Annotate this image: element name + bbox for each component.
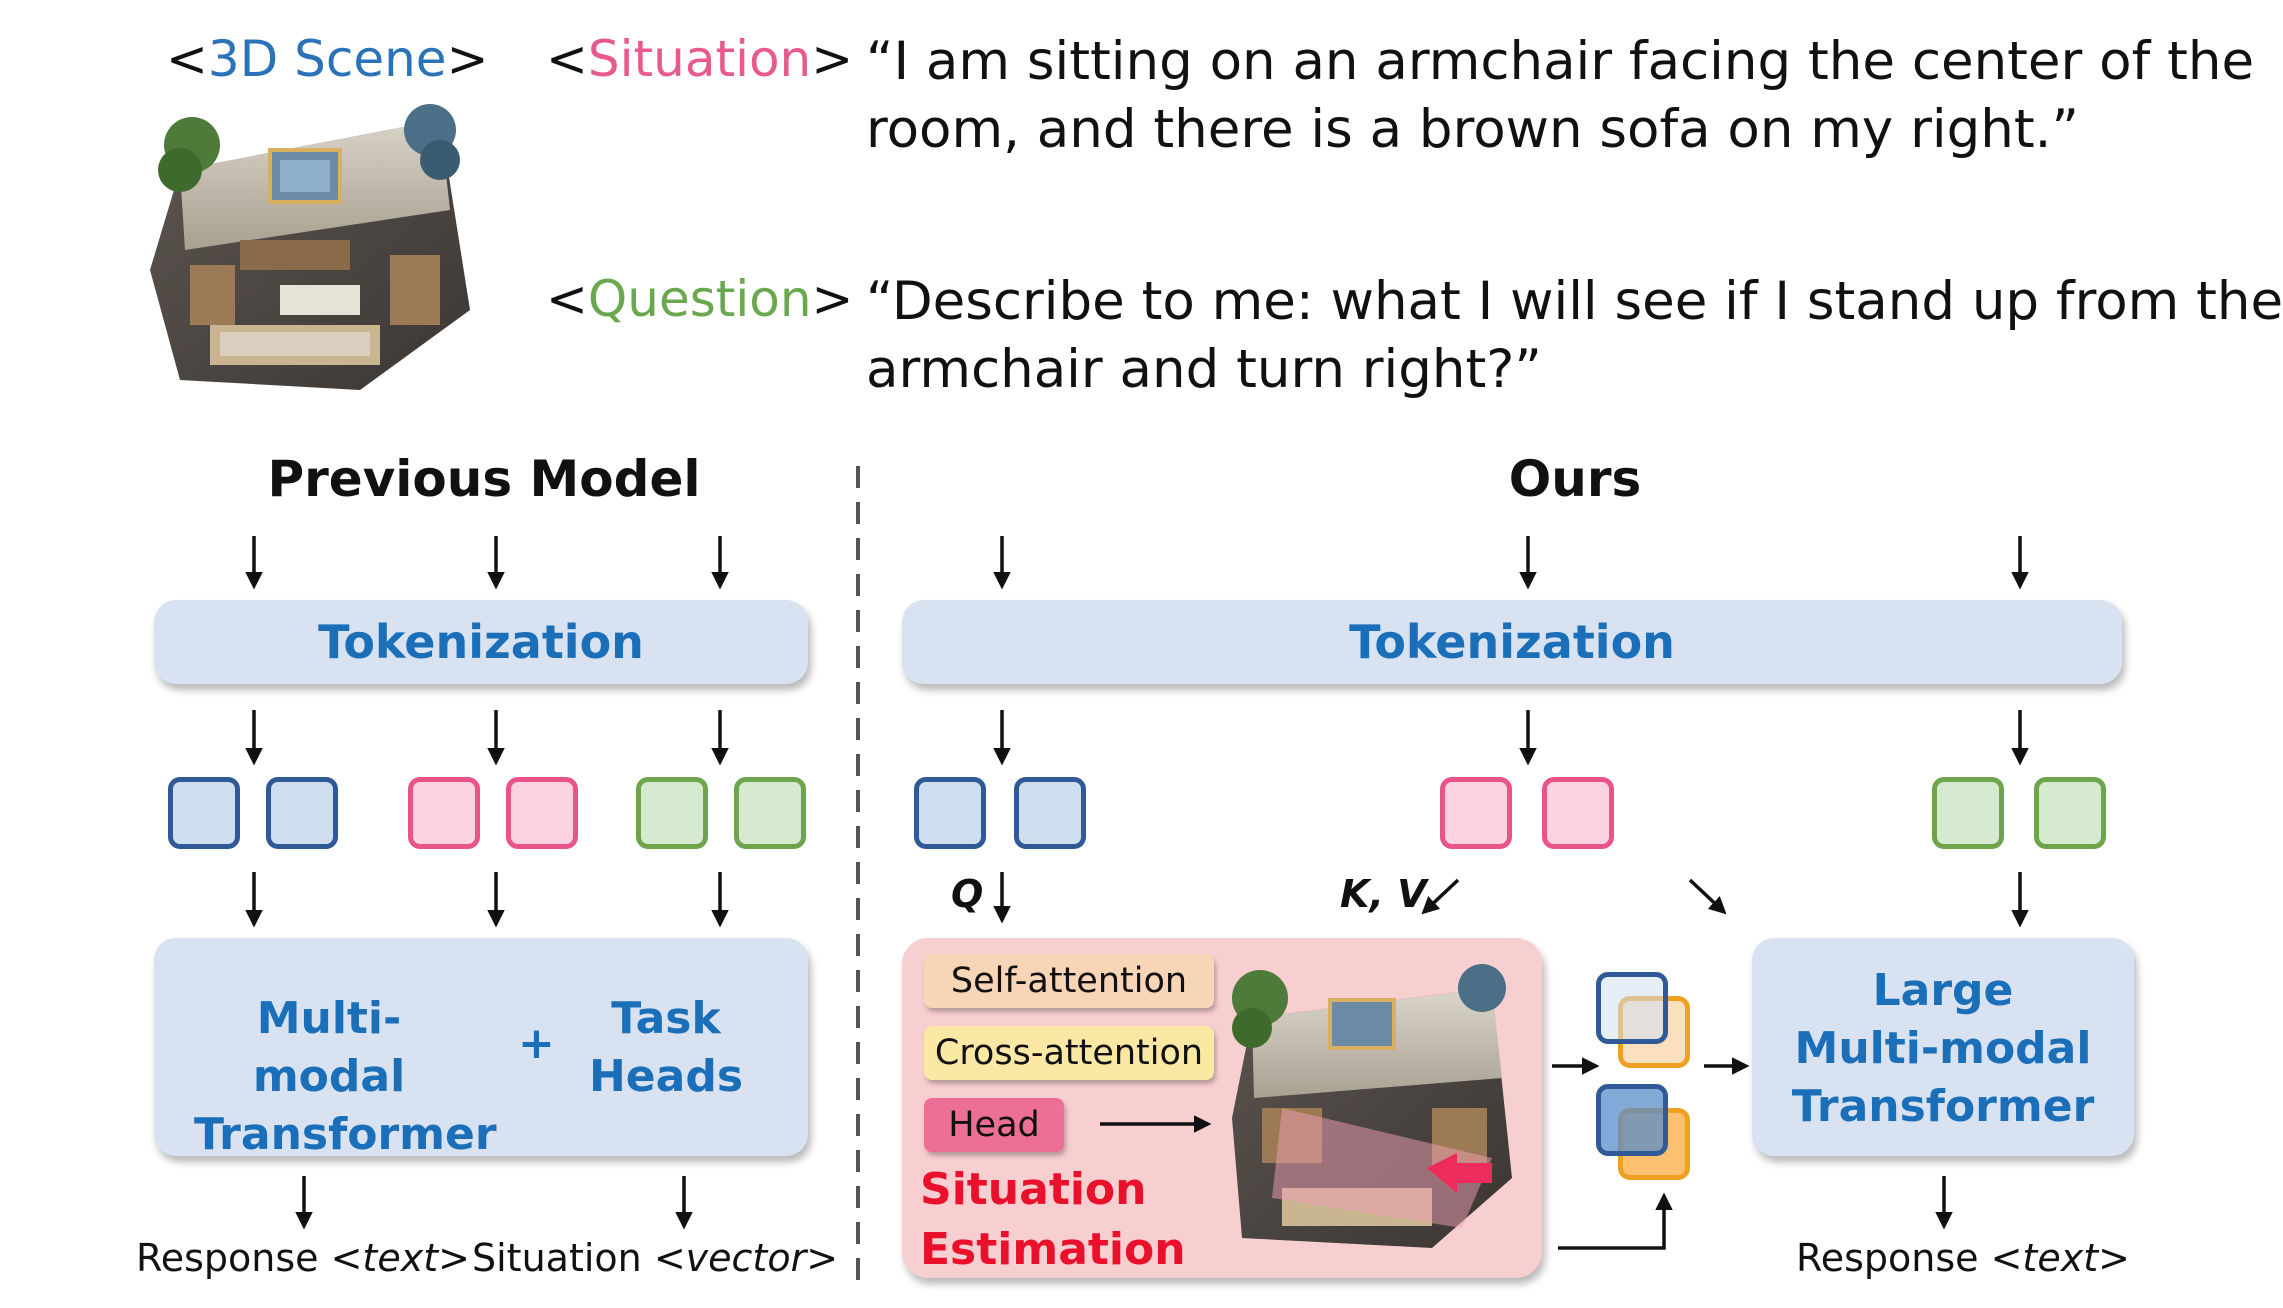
ours-tokenization-box: Tokenization xyxy=(902,600,2122,684)
ours-question-token-1 xyxy=(1932,777,2004,849)
ours-response-type: <text> xyxy=(1990,1236,2130,1280)
situation-token-stack-bottom xyxy=(1590,1084,1700,1194)
previous-model-title: Previous Model xyxy=(267,450,701,508)
situation-estimation-label: Situation Estimation xyxy=(920,1160,1186,1280)
ours-situation-token-1 xyxy=(1440,777,1512,849)
scene-tag-close: > xyxy=(446,30,489,88)
previous-heads-line-2: Heads xyxy=(588,1051,744,1102)
cross-attention-box: Cross-attention xyxy=(924,1026,1214,1080)
previous-situation-token-2 xyxy=(506,777,578,849)
ours-response-output: Response <text> xyxy=(1796,1236,2130,1280)
ours-situation-token-2 xyxy=(1542,777,1614,849)
situation-estimation-line-2: Estimation xyxy=(920,1224,1186,1275)
head-box: Head xyxy=(924,1098,1064,1152)
previous-question-token-1 xyxy=(636,777,708,849)
situation-line-1: “I am sitting on an armchair facing the … xyxy=(866,31,2255,92)
situation-estimation-line-1: Situation xyxy=(920,1164,1147,1215)
large-transformer-line-2: Multi-modal xyxy=(1794,1023,2092,1074)
scene-tag: <3D Scene> xyxy=(166,30,488,88)
previous-transformer-label: Multi-modal Transformer xyxy=(194,990,497,1164)
large-transformer-line-3: Transformer xyxy=(1791,1081,2095,1132)
question-tag-word: Question xyxy=(587,270,812,328)
ours-tokenization-label: Tokenization xyxy=(1349,615,1675,669)
previous-response-prefix: Response xyxy=(136,1236,331,1280)
previous-situation-token-1 xyxy=(408,777,480,849)
previous-situation-type: <vector> xyxy=(653,1236,839,1280)
scene-image xyxy=(150,104,470,390)
situation-text: “I am sitting on an armchair facing the … xyxy=(866,28,2254,164)
question-line-1: “Describe to me: what I will see if I st… xyxy=(866,271,2283,332)
previous-tokenization-box: Tokenization xyxy=(154,600,808,684)
q-label: Q xyxy=(951,872,984,916)
previous-situation-prefix: Situation xyxy=(472,1236,654,1280)
question-tag-open: < xyxy=(546,270,588,328)
situation-line-2: room, and there is a brown sofa on my ri… xyxy=(866,99,2079,160)
estimation-scene-image xyxy=(1232,964,1512,1248)
self-attention-box: Self-attention xyxy=(924,954,1214,1008)
kv-label: K, V xyxy=(1340,872,1427,916)
arrow-panel-bottom-to-stack xyxy=(1558,1192,1673,1250)
arrow-kv xyxy=(1421,878,1460,915)
previous-scene-token-2 xyxy=(266,777,338,849)
previous-heads-label: Task Heads xyxy=(566,990,766,1106)
previous-question-token-2 xyxy=(734,777,806,849)
question-tag: <Question> xyxy=(546,270,853,328)
situation-tag-close: > xyxy=(811,30,854,88)
ours-scene-token-2 xyxy=(1014,777,1086,849)
arrow-to-llm-diagonal xyxy=(1688,878,1727,915)
previous-heads-line-1: Task xyxy=(611,993,721,1044)
scene-tag-open: < xyxy=(166,30,208,88)
previous-transformer-line-1: Multi-modal xyxy=(252,993,406,1102)
plus-sign: + xyxy=(518,1018,555,1069)
situation-tag-open: < xyxy=(546,30,588,88)
situation-estimation-panel: Self-attention Cross-attention Head Situ… xyxy=(902,938,1542,1278)
previous-transformer-line-2: Transformer xyxy=(194,1109,497,1160)
previous-situation-output: Situation <vector> xyxy=(472,1236,838,1280)
stack-bottom-blue-token xyxy=(1596,1084,1668,1156)
previous-transformer-box: Multi-modal Transformer + Task Heads xyxy=(154,938,808,1160)
large-transformer-line-1: Large xyxy=(1872,965,2014,1016)
question-tag-close: > xyxy=(811,270,854,328)
situation-token-stack-top xyxy=(1590,972,1700,1082)
ours-question-token-2 xyxy=(2034,777,2106,849)
ours-title: Ours xyxy=(1508,450,1642,508)
previous-response-output: Response <text> xyxy=(136,1236,470,1280)
question-line-2: armchair and turn right?” xyxy=(866,339,1542,400)
scene-tag-word: 3D Scene xyxy=(207,30,447,88)
large-multimodal-transformer-box: Large Multi-modal Transformer xyxy=(1752,938,2134,1156)
situation-tag: <Situation> xyxy=(546,30,853,88)
situation-tag-word: Situation xyxy=(587,30,812,88)
previous-response-type: <text> xyxy=(330,1236,470,1280)
ours-response-prefix: Response xyxy=(1796,1236,1991,1280)
ours-scene-token-1 xyxy=(914,777,986,849)
question-text: “Describe to me: what I will see if I st… xyxy=(866,268,2283,404)
large-transformer-label: Large Multi-modal Transformer xyxy=(1752,938,2134,1136)
previous-tokenization-label: Tokenization xyxy=(318,615,644,669)
stack-top-blue-token xyxy=(1596,972,1668,1044)
previous-scene-token-1 xyxy=(168,777,240,849)
